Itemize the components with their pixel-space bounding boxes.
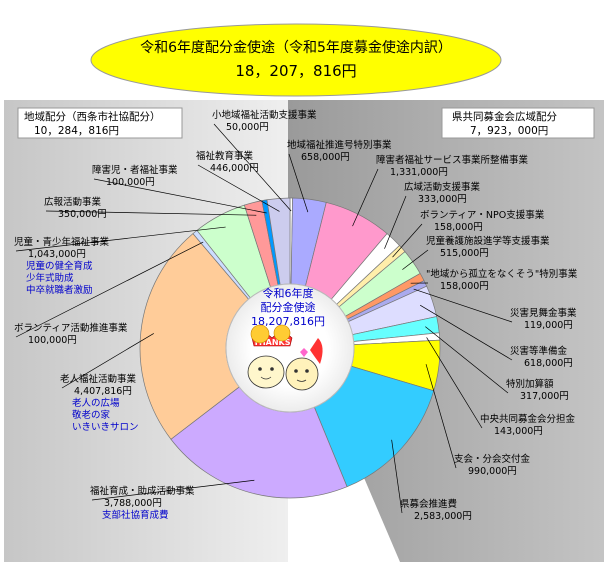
- chart-title: 令和6年度配分金使途（令和5年度募金使途内訳）: [140, 39, 452, 56]
- leader-line-9: [419, 304, 513, 361]
- slice-label-amount-11: 143,000円: [494, 426, 543, 437]
- slice-label-amount-20: 446,000円: [210, 163, 259, 174]
- leader-line-3: [352, 168, 379, 227]
- slice-label-amount-19: 100,000円: [106, 177, 155, 188]
- slice-label-name-4: 広域活動支援事業: [404, 181, 481, 193]
- slice-label-amount-4: 333,000円: [418, 194, 467, 205]
- slice-label-name-6: 児童養護施設進学等支援事業: [426, 235, 550, 247]
- mascot-illustration: THANKS: [247, 324, 323, 391]
- slice-label-name-19: 障害児・者福祉事業: [92, 164, 178, 176]
- leader-line-4: [384, 195, 407, 249]
- slice-label-name-16: ボランティア活動推進事業: [14, 322, 128, 334]
- slice-label-sub-17-3: 中卒就職者激励: [26, 284, 93, 296]
- slice-label-name-15: 老人福祉活動事業: [60, 373, 137, 385]
- leader-line-11: [426, 337, 483, 429]
- slice-label-amount-13: 2,583,000円: [414, 511, 472, 522]
- slice-label-sub-15-3: いきいきサロン: [72, 422, 139, 433]
- left-group-amount: 10，284，816円: [34, 125, 119, 137]
- slice-label-sub-15-1: 老人の広場: [72, 397, 120, 409]
- left-group-box: [17, 107, 183, 139]
- slice-label-sub-17-2: 少年式助成: [26, 272, 74, 284]
- leader-line-17: [15, 226, 226, 252]
- slice-label-amount-18: 350,000円: [58, 209, 107, 220]
- slice-label-amount-9: 618,000円: [524, 358, 573, 369]
- leader-line-20: [197, 164, 280, 212]
- left-group-name: 地域配分（西条市社協配分）: [24, 110, 161, 123]
- slice-label-sub-17-1: 児童の健全育成: [26, 260, 93, 272]
- leader-line-14: [91, 479, 255, 501]
- slice-label-sub-15-2: 敬老の家: [72, 409, 111, 421]
- slice-label-amount-12: 990,000円: [468, 466, 517, 477]
- slice-label-amount-5: 158,000円: [434, 222, 483, 233]
- slice-label-name-14: 福祉育成・助成活動事業: [90, 485, 195, 497]
- slice-label-name-18: 広報活動事業: [44, 196, 102, 208]
- leader-line-19: [93, 178, 267, 214]
- center-label-line1: 令和6年度: [263, 286, 314, 300]
- slice-label-amount-16: 100,000円: [28, 335, 77, 346]
- leader-lines: [15, 123, 513, 514]
- slice-label-amount-7: 158,000円: [440, 281, 489, 292]
- leader-line-16: [15, 241, 204, 338]
- slice-label-name-10: 特別加算額: [506, 378, 554, 390]
- leader-line-12: [425, 364, 457, 469]
- slice-label-name-3: 障害者福祉サービス事業所整備事業: [376, 154, 529, 166]
- right-group-amount: 7，923，000円: [470, 125, 548, 137]
- title-ellipse: [90, 23, 502, 97]
- slice-label-amount-3: 1,331,000円: [390, 167, 448, 178]
- slice-label-amount-10: 317,000円: [520, 391, 569, 402]
- slice-label-amount-15: 4,407,816円: [74, 386, 132, 397]
- right-group-box: [441, 107, 595, 139]
- leader-line-1: [213, 123, 292, 212]
- slice-label-name-1: 小地域福祉活動支援事業: [212, 109, 317, 121]
- donut-slices: [139, 197, 441, 499]
- leader-line-18: [45, 210, 257, 216]
- chart-total: 18，207，816円: [235, 62, 356, 80]
- leader-line-15: [61, 333, 154, 389]
- slice-label-amount-1: 50,000円: [226, 122, 269, 133]
- leader-line-6: [402, 249, 429, 270]
- right-group-name: 県共同募金会広域配分: [452, 110, 557, 123]
- slice-label-amount-6: 515,000円: [440, 248, 489, 259]
- slice-label-name-8: 災害見舞金事業: [510, 307, 577, 319]
- leader-line-13: [391, 439, 403, 514]
- slice-label-name-12: 支会・分会交付金: [454, 453, 531, 465]
- slice-label-amount-17: 1,043,000円: [28, 249, 86, 260]
- leader-line-5: [392, 223, 423, 258]
- slice-label-name-13: 県募会推進費: [400, 498, 457, 510]
- slice-label-amount-8: 119,000円: [524, 320, 573, 331]
- slice-label-name-17: 児童・青少年福祉事業: [14, 236, 110, 248]
- svg-text:THANKS: THANKS: [254, 338, 291, 347]
- slice-label-name-11: 中央共同募金会分担金: [480, 413, 576, 425]
- slice-label-sub-14-1: 支部社協育成費: [102, 509, 169, 521]
- center-label-line3: 18,207,816円: [251, 315, 325, 328]
- slice-label-name-7: "地域から孤立をなくそう"特別事業: [426, 268, 578, 280]
- slice-label-name-20: 福祉教育事業: [196, 150, 254, 162]
- slice-label-name-5: ボランティア・NPO支援事業: [420, 209, 545, 221]
- leader-line-10: [425, 326, 509, 394]
- slice-label-amount-14: 3,788,000円: [104, 498, 162, 509]
- center-label-line2: 配分金使途: [261, 300, 316, 314]
- slice-label-name-9: 災害等準備金: [510, 345, 568, 357]
- leader-line-2: [288, 153, 309, 213]
- slice-label-amount-2: 658,000円: [301, 152, 350, 163]
- slice-label-name-2: 地域福祉推進号特別事業: [287, 139, 392, 151]
- leader-line-8: [413, 288, 513, 323]
